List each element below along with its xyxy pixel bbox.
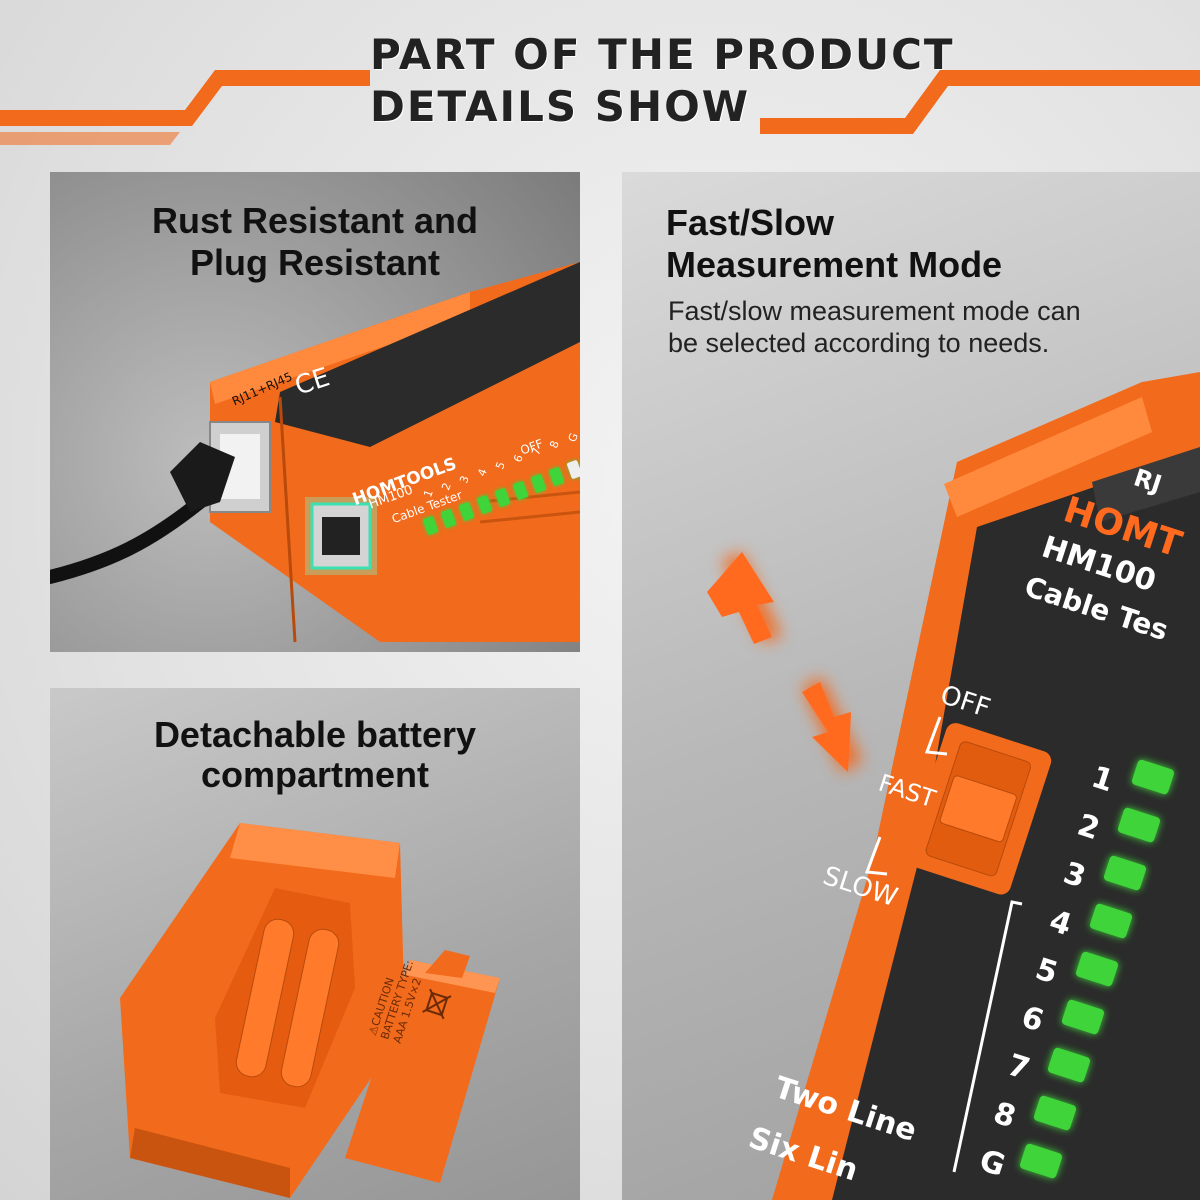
led-number-label-large: 2: [1073, 807, 1104, 848]
header-decoration: [0, 70, 1200, 145]
led-indicator-large: [1032, 1094, 1078, 1132]
led-number-label-large: 3: [1059, 855, 1090, 896]
led-number-label: 5: [493, 459, 508, 472]
page-title-line2: DETAILS SHOW: [370, 82, 751, 131]
mode-illustration: [707, 372, 1200, 1200]
led-indicator: [548, 466, 565, 487]
led-indicator-large: [1046, 1046, 1092, 1084]
led-number-label: 1: [421, 487, 436, 500]
led-number-label-large: 8: [989, 1095, 1020, 1136]
led-indicator-large: [1060, 998, 1106, 1036]
rust-heading-line2: Plug Resistant: [189, 242, 441, 283]
panel-measurement-mode: Fast/Slow Measurement Mode Fast/slow mea…: [622, 172, 1200, 1200]
battery-compartment-illustration: [120, 823, 500, 1198]
led-indicator: [494, 487, 511, 508]
cable-tester-illustration: [50, 262, 580, 643]
led-number-label: 8: [547, 438, 562, 451]
led-indicator: [440, 508, 457, 529]
led-indicator-large: [1018, 1142, 1064, 1180]
led-indicator-large: [1074, 950, 1120, 988]
led-number-label: G: [565, 431, 580, 444]
led-number-label: 4: [475, 466, 490, 479]
header: PART OF THE PRODUCT DETAILS SHOW: [0, 0, 1200, 170]
mode-desc-line1: Fast/slow measurement mode can: [668, 296, 1081, 326]
led-number-label: 7: [529, 445, 544, 458]
led-indicator-large: [1102, 854, 1148, 892]
led-indicator: [458, 501, 475, 522]
led-indicator-large: [1130, 758, 1176, 796]
led-indicator-large: [1116, 806, 1162, 844]
mode-heading-line2: Measurement Mode: [666, 244, 1003, 285]
mode-heading-line1: Fast/Slow: [666, 202, 835, 243]
led-number-label-large: 4: [1045, 903, 1076, 944]
led-indicator: [566, 459, 580, 480]
led-indicator-large: [1088, 902, 1134, 940]
rust-heading-line1: Rust Resistant and: [151, 200, 479, 241]
battery-heading-line1: Detachable battery: [153, 714, 477, 755]
led-number-label-large: 7: [1003, 1047, 1034, 1088]
led-indicator: [530, 473, 547, 494]
led-number-label: 6: [511, 452, 526, 465]
led-indicator: [476, 494, 493, 515]
led-number-label-large: 1: [1087, 759, 1118, 800]
panel-battery: Detachable battery compartment ⚠CAUTION …: [50, 688, 580, 1200]
led-number-label-large: 5: [1031, 951, 1062, 992]
panel-rust-resistant: Rust Resistant and Plug Resistant CE RJ1…: [50, 172, 580, 652]
led-indicator: [422, 515, 439, 536]
battery-heading-line2: compartment: [200, 754, 430, 795]
mode-desc-line2: be selected according to needs.: [668, 328, 1050, 358]
page-title-line1: PART OF THE PRODUCT: [370, 30, 955, 79]
led-number-label-large: G: [975, 1143, 1010, 1184]
led-number-label: 2: [439, 480, 454, 493]
led-indicator: [512, 480, 529, 501]
led-number-label-large: 6: [1017, 999, 1048, 1040]
led-number-label: 3: [457, 473, 472, 486]
